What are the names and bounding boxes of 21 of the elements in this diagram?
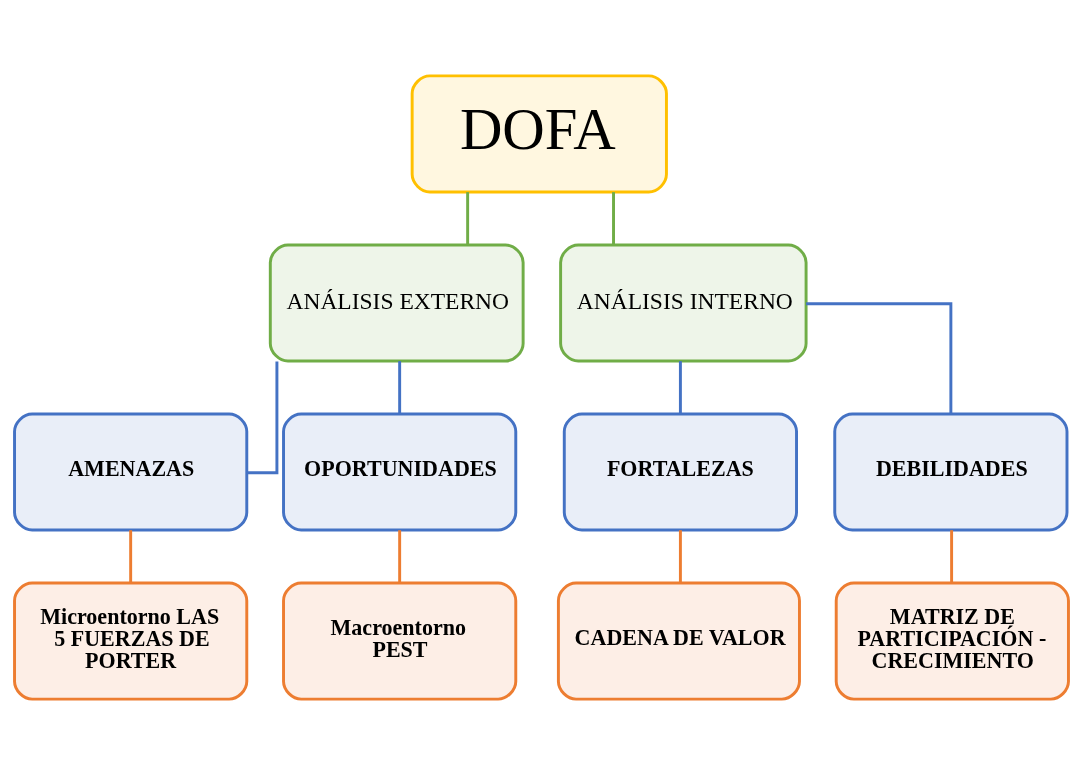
connector	[247, 361, 279, 475]
connector	[612, 192, 615, 245]
node-box: Microentorno LAS 5 FUERZAS DE PORTER	[13, 581, 249, 701]
node-box: ANÁLISIS EXTERNO	[268, 243, 525, 363]
node-box: CADENA DE VALOR	[556, 581, 801, 701]
node-box: FORTALEZAS	[562, 412, 798, 532]
connector	[398, 361, 402, 414]
connector	[950, 530, 954, 583]
node-box: ANÁLISIS INTERNO	[559, 243, 808, 363]
node-box: OPORTUNIDADES	[282, 412, 518, 532]
connector	[678, 361, 682, 414]
connector	[806, 302, 953, 414]
node-box: DOFA	[410, 74, 668, 194]
node-box: DEBILIDADES	[833, 412, 1069, 532]
connector	[129, 530, 133, 583]
node-box: MATRIZ DE PARTICIPACIÓN - CRECIMIENTO	[834, 581, 1070, 701]
connector	[398, 530, 402, 583]
connector	[466, 192, 470, 245]
node-box: Macroentorno PEST	[282, 581, 518, 701]
connector	[678, 530, 682, 583]
node-box: AMENAZAS	[13, 412, 249, 532]
